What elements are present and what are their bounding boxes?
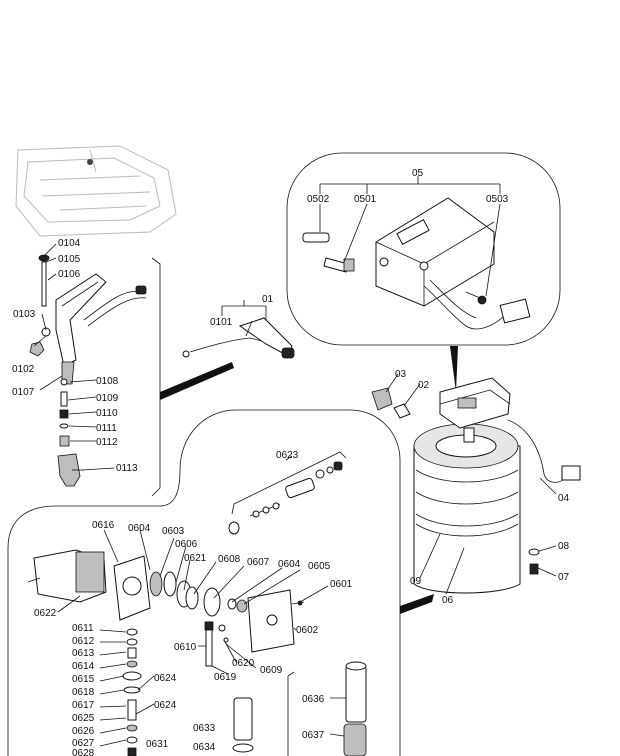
label-09: 09 bbox=[410, 576, 422, 587]
label-04: 04 bbox=[558, 493, 570, 504]
label-0102: 0102 bbox=[12, 364, 35, 375]
swing-motor-housing bbox=[413, 377, 581, 594]
label-0111: 0111 bbox=[96, 423, 117, 434]
machine-locator-sketch bbox=[15, 145, 177, 237]
label-03: 03 bbox=[395, 369, 407, 380]
label-0612: 0612 bbox=[72, 636, 95, 647]
lever-leaders bbox=[33, 243, 115, 471]
label-0606: 0606 bbox=[175, 539, 198, 550]
callout-05-leaders bbox=[319, 176, 501, 297]
label-0113: 0113 bbox=[116, 463, 138, 474]
label-0614: 0614 bbox=[72, 661, 95, 672]
label-0618: 0618 bbox=[72, 687, 95, 698]
harness-01 bbox=[182, 300, 295, 359]
label-0610: 0610 bbox=[174, 642, 197, 653]
label-0112: 0112 bbox=[96, 437, 118, 448]
label-0109: 0109 bbox=[96, 393, 119, 404]
label-0605: 0605 bbox=[308, 561, 331, 572]
label-0624-b: 0624 bbox=[154, 700, 177, 711]
label-0503: 0503 bbox=[486, 194, 509, 205]
label-01: 01 bbox=[262, 294, 274, 305]
label-0617: 0617 bbox=[72, 700, 95, 711]
label-0616: 0616 bbox=[92, 520, 115, 531]
label-0633: 0633 bbox=[193, 723, 216, 734]
fittings-02-03 bbox=[371, 373, 421, 419]
switch-box-assembly bbox=[302, 197, 531, 330]
label-0103: 0103 bbox=[13, 309, 36, 320]
label-0625: 0625 bbox=[72, 713, 95, 724]
label-0501: 0501 bbox=[354, 194, 377, 205]
label-0105: 0105 bbox=[58, 254, 81, 265]
label-0604-b: 0604 bbox=[278, 559, 301, 570]
label-0622: 0622 bbox=[34, 608, 57, 619]
detail-leaders bbox=[57, 529, 329, 756]
label-05: 05 bbox=[412, 168, 424, 179]
label-0604-a: 0604 bbox=[128, 523, 151, 534]
label-0601: 0601 bbox=[330, 579, 353, 590]
sleeve-parts bbox=[329, 661, 367, 756]
label-08: 08 bbox=[558, 541, 570, 552]
label-02: 02 bbox=[418, 380, 430, 391]
label-07: 07 bbox=[558, 572, 570, 583]
label-0602: 0602 bbox=[296, 625, 319, 636]
label-0624-a: 0624 bbox=[154, 673, 177, 684]
label-0502: 0502 bbox=[307, 194, 330, 205]
operating-lever-assembly bbox=[29, 254, 147, 487]
label-0621: 0621 bbox=[184, 553, 207, 564]
callout-06-bubble bbox=[7, 409, 434, 756]
label-0108: 0108 bbox=[96, 376, 119, 387]
label-0637: 0637 bbox=[302, 730, 325, 741]
label-0626: 0626 bbox=[72, 726, 95, 737]
label-0101: 0101 bbox=[210, 317, 233, 328]
label-0613: 0613 bbox=[72, 648, 95, 659]
label-0628: 0628 bbox=[72, 748, 95, 756]
label-0608: 0608 bbox=[218, 554, 241, 565]
label-0619: 0619 bbox=[214, 672, 237, 683]
label-0634: 0634 bbox=[193, 742, 216, 753]
label-0611: 0611 bbox=[72, 623, 94, 634]
housing-leaders bbox=[419, 477, 557, 595]
label-0609: 0609 bbox=[260, 665, 283, 676]
motor-detail-parts bbox=[27, 461, 343, 756]
callout-0623-bracket bbox=[231, 451, 347, 515]
lever-group-bracket bbox=[151, 257, 234, 497]
label-0615: 0615 bbox=[72, 674, 95, 685]
label-0620: 0620 bbox=[232, 658, 255, 669]
label-0106: 0106 bbox=[58, 269, 81, 280]
label-06: 06 bbox=[442, 595, 454, 606]
label-0636: 0636 bbox=[302, 694, 325, 705]
label-0104: 0104 bbox=[58, 238, 81, 249]
label-0107: 0107 bbox=[12, 387, 35, 398]
label-0631: 0631 bbox=[146, 739, 169, 750]
callout-05-bubble bbox=[286, 152, 561, 392]
label-0603: 0603 bbox=[162, 526, 185, 537]
label-0623: 0623 bbox=[276, 450, 299, 461]
label-0110: 0110 bbox=[96, 408, 118, 419]
label-0627: 0627 bbox=[72, 738, 95, 749]
label-0607: 0607 bbox=[247, 557, 270, 568]
